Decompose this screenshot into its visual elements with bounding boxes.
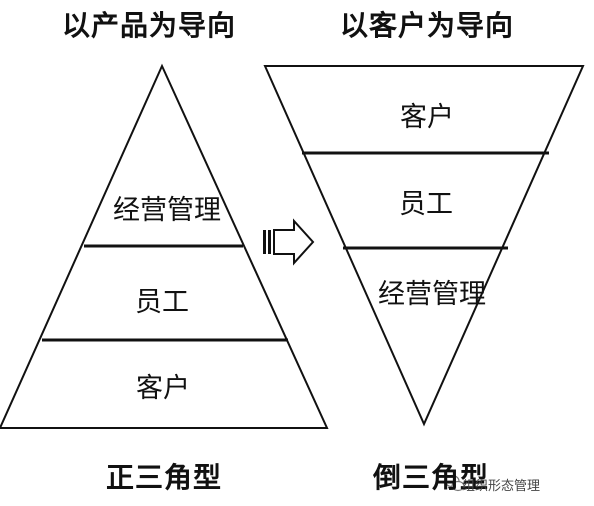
inverted-layer-bottom: 经营管理: [378, 279, 486, 310]
watermark-text: 组织形态管理: [462, 479, 541, 494]
inverted-layer-middle: 员工: [399, 189, 453, 220]
inverted-layer-top: 客户: [400, 102, 454, 133]
wechat-icon: [444, 474, 465, 492]
right-diagram-caption: 倒三角型: [373, 461, 490, 494]
upright-layer-middle: 员工: [135, 287, 189, 318]
upright-layer-bottom: 客户: [136, 373, 190, 404]
left-diagram-caption: 正三角型: [106, 461, 223, 494]
arrow-right-icon: [263, 218, 315, 266]
upright-triangle: [0, 63, 329, 429]
right-diagram-title: 以客户为导向: [340, 9, 515, 42]
upright-layer-top: 经营管理: [113, 195, 221, 226]
left-diagram-title: 以产品为导向: [62, 9, 237, 42]
inverted-triangle: [263, 65, 585, 427]
